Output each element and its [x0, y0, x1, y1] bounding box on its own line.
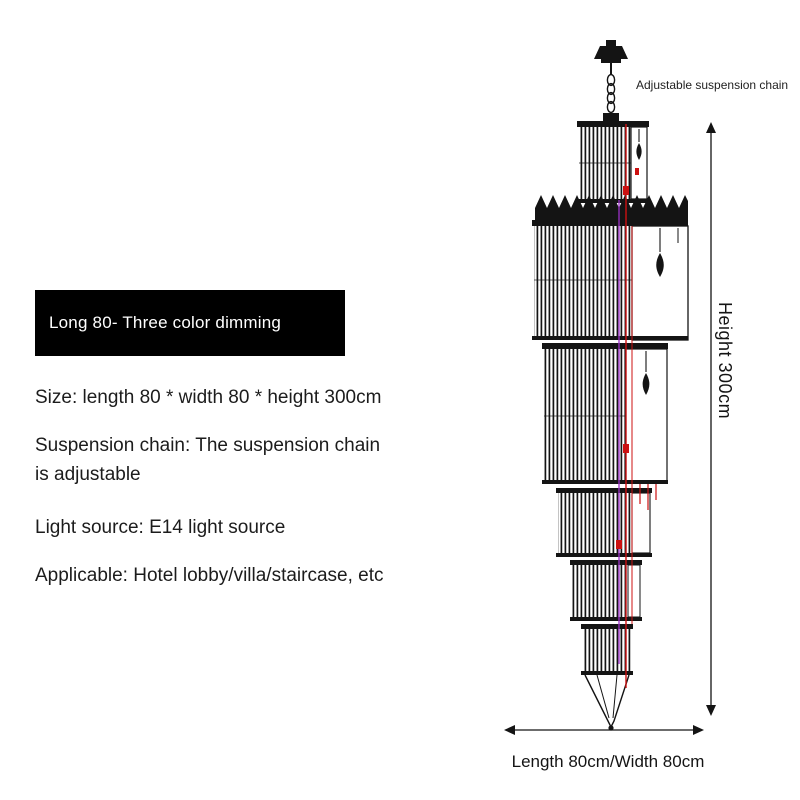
accent-wires	[616, 124, 657, 688]
height-dimension-label: Height 300cm	[715, 302, 735, 420]
suspension-chain	[606, 73, 616, 114]
width-dimension-label: Length 80cm/Width 80cm	[511, 752, 705, 771]
spec-applicable: Applicable: Hotel lobby/villa/staircase,…	[35, 565, 384, 586]
product-variant-badge: Long 80- Three color dimming	[35, 290, 345, 356]
width-dimension-arrow	[504, 725, 704, 735]
chandelier-illustration	[532, 40, 689, 731]
spec-size: Size: length 80 * width 80 * height 300c…	[35, 387, 382, 408]
spec-light-source: Light source: E14 light source	[35, 517, 286, 538]
chain-annotation: Adjustable suspension chain	[636, 78, 789, 92]
spec-suspension: Suspension chain: The suspension chain i…	[35, 435, 381, 485]
product-variant-label: Long 80- Three color dimming	[49, 313, 282, 332]
height-dimension-arrow	[706, 122, 716, 716]
